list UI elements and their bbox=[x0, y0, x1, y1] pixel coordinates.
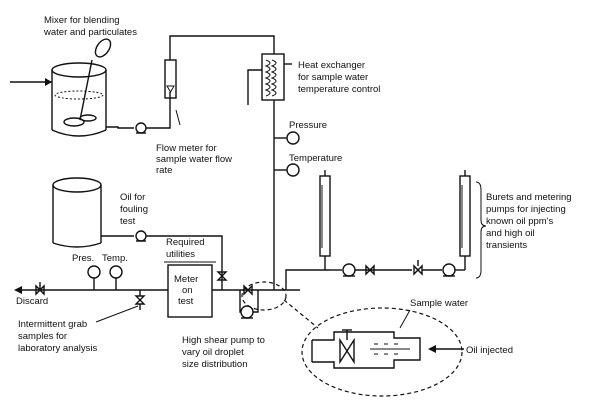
burets-label-3: known oil ppm's bbox=[486, 216, 554, 227]
pressure-label: Pressure bbox=[289, 120, 327, 131]
required-utilities-label-2: utilities bbox=[166, 249, 195, 260]
check-valve-left bbox=[365, 264, 375, 276]
metering-valve-right bbox=[413, 260, 423, 276]
meter-label-2: on bbox=[182, 285, 193, 296]
oil-pump bbox=[135, 230, 147, 242]
buret-right bbox=[459, 170, 471, 270]
required-utilities-label-1: Required bbox=[166, 237, 205, 248]
sample-water-label: Sample water bbox=[410, 298, 468, 309]
temperature-gauge bbox=[274, 163, 300, 177]
temperature-label: Temperature bbox=[289, 153, 342, 164]
meter-label-3: test bbox=[178, 296, 194, 307]
metering-pump-right bbox=[442, 263, 456, 277]
heat-exchanger bbox=[261, 53, 285, 101]
grab-label-3: laboratory analysis bbox=[18, 343, 97, 354]
shear-pump-label-1: High shear pump to bbox=[182, 335, 265, 346]
heat-exchanger-label-1: Heat exchanger bbox=[298, 60, 365, 71]
heat-exchanger-label-2: for sample water bbox=[298, 72, 368, 83]
oil-label-3: test bbox=[120, 216, 136, 227]
pressure-gauge bbox=[274, 131, 300, 145]
injection-detail-callout bbox=[301, 307, 463, 397]
meter-on-test bbox=[167, 264, 213, 318]
flow-meter-label-2: sample water flow bbox=[156, 154, 232, 165]
meter-label-1: Meter bbox=[174, 274, 198, 285]
main-temperature-gauge bbox=[109, 265, 123, 290]
burets-label-1: Burets and metering bbox=[486, 192, 572, 203]
heat-exchanger-label-3: temperature control bbox=[298, 84, 380, 95]
metering-pump-left bbox=[342, 263, 356, 277]
discard-label: Discard bbox=[16, 296, 48, 307]
flow-meter bbox=[164, 59, 177, 99]
pres-label: Pres. bbox=[72, 253, 94, 264]
oil-label-2: fouling bbox=[120, 204, 148, 215]
mixer-label-1: Mixer for blending bbox=[44, 15, 120, 26]
grab-label-1: Intermittent grab bbox=[18, 319, 87, 330]
oil-line-valve bbox=[216, 271, 228, 281]
shear-pump-label-3: size distribution bbox=[182, 359, 247, 370]
shear-pump-label-2: vary oil droplet bbox=[182, 347, 244, 358]
oil-fouling-tank bbox=[52, 177, 102, 248]
grab-label-2: samples for bbox=[18, 331, 67, 342]
flow-meter-label-3: rate bbox=[156, 165, 172, 176]
flow-meter-label-1: Flow meter for bbox=[156, 143, 217, 154]
mixer-agitator bbox=[63, 38, 112, 127]
buret-left bbox=[319, 170, 331, 270]
oil-label-1: Oil for bbox=[120, 192, 145, 203]
burets-brace bbox=[475, 181, 487, 279]
discard-valve bbox=[35, 282, 45, 296]
main-pressure-gauge bbox=[87, 265, 101, 290]
burets-label-5: transients bbox=[486, 240, 527, 251]
mixer-label-2: water and particulates bbox=[43, 27, 137, 38]
burets-label-2: pumps for injecting bbox=[486, 204, 566, 215]
oil-injected-arrow bbox=[428, 345, 464, 353]
injection-point-callout bbox=[241, 281, 287, 311]
discard-arrow bbox=[14, 286, 22, 294]
mixer-pump bbox=[135, 122, 147, 134]
oil-injected-label: Oil injected bbox=[466, 345, 513, 356]
temp-label: Temp. bbox=[102, 253, 128, 264]
grab-sample-valve bbox=[134, 290, 146, 310]
injection-nozzle-detail bbox=[311, 329, 421, 369]
burets-label-4: and high oil bbox=[486, 228, 535, 239]
mixer-tank bbox=[51, 38, 112, 137]
mixer-inlet-arrow bbox=[10, 78, 52, 86]
high-shear-pump bbox=[239, 284, 259, 319]
